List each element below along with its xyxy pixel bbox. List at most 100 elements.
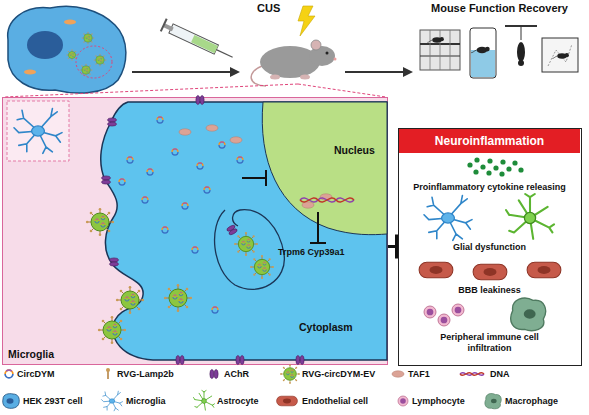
legend-icons-part-part bbox=[106, 368, 110, 372]
cytokine-dots-part bbox=[474, 157, 479, 162]
ev-uptake-part bbox=[250, 255, 274, 279]
behavior-tests-part bbox=[450, 30, 451, 70]
inhibition-marks bbox=[242, 170, 326, 243]
mouse bbox=[251, 40, 336, 86]
taf1-proteins-part bbox=[179, 129, 191, 135]
region-label: Cytoplasm bbox=[299, 321, 353, 333]
mouse-part bbox=[311, 40, 321, 50]
legend-icons-part bbox=[194, 391, 215, 411]
circdym-rings-part bbox=[147, 169, 153, 175]
cytokine-dots-part bbox=[499, 171, 504, 176]
cytokine-dots-part bbox=[480, 164, 485, 169]
circdym-rings-part bbox=[192, 247, 198, 253]
legend-icons-part bbox=[485, 394, 501, 409]
legend-text: RVG-Lamp2b bbox=[117, 369, 174, 379]
legend-icons-part bbox=[460, 373, 484, 376]
legend-text: Endothelial cell bbox=[302, 396, 368, 406]
ev-uptake-part bbox=[234, 232, 258, 256]
achr-receptors-part bbox=[196, 96, 204, 105]
circdym-rings-part bbox=[127, 157, 133, 163]
legend-text: CircDYM bbox=[17, 369, 55, 379]
legend-icons bbox=[3, 364, 502, 411]
achr-receptors bbox=[102, 96, 305, 365]
behavior-tests-part bbox=[420, 43, 460, 45]
legend-icons-part bbox=[398, 396, 408, 406]
circdym-rings-part bbox=[162, 227, 168, 233]
legend-text: DNA bbox=[490, 369, 510, 379]
behavior-tests-part bbox=[471, 47, 490, 53]
inhibition-marks-part bbox=[317, 212, 319, 243]
taf1-proteins-part bbox=[302, 202, 314, 208]
circdym-rings-part bbox=[197, 163, 203, 169]
mouse-part bbox=[309, 46, 335, 66]
behavior-tests-part bbox=[471, 50, 495, 77]
cytokine-dots-part bbox=[506, 166, 511, 171]
behavior-tests-part bbox=[521, 26, 522, 40]
hek293t-cell-part bbox=[8, 6, 126, 93]
circdym-rings-part bbox=[119, 179, 125, 185]
cell-cytoplasm-shape bbox=[101, 102, 387, 360]
legend-text: Lymphocyte bbox=[412, 396, 465, 406]
legend-icons-part bbox=[392, 371, 404, 377]
legend-icons-part bbox=[106, 368, 110, 379]
legend-text: HEK 293T cell bbox=[23, 396, 83, 406]
immune-icons-part bbox=[438, 314, 450, 326]
flow-arrow-part bbox=[403, 67, 413, 77]
microglia-panel: Microglia Cytoplasm Nucleus bbox=[2, 97, 388, 365]
cytokine-dots-part bbox=[512, 160, 517, 165]
behavior-tests-part bbox=[552, 53, 568, 59]
syringe bbox=[161, 19, 236, 64]
cytokine-dots-part bbox=[518, 167, 523, 172]
mouse-part bbox=[260, 46, 320, 78]
dna-strand bbox=[300, 198, 354, 202]
hek293t-cell-part bbox=[64, 20, 76, 25]
legend-icons-part bbox=[277, 396, 298, 406]
effect-text: Peripheral immune cell infiltration bbox=[424, 332, 555, 354]
legend-icons-part-part bbox=[107, 371, 109, 379]
stress-label: CUS bbox=[257, 2, 280, 14]
cytokine-dots-part bbox=[467, 162, 472, 167]
ev-uptake-part bbox=[86, 208, 114, 236]
region-label: Nucleus bbox=[334, 144, 375, 156]
inhibition-marks-part bbox=[265, 170, 267, 186]
hek293t-cell-part bbox=[82, 32, 95, 45]
immune-icons-part bbox=[511, 298, 546, 330]
endothelial-icons-part bbox=[419, 262, 453, 278]
cytokine-dots-part bbox=[473, 169, 478, 174]
behavior-tests-part bbox=[420, 30, 460, 70]
behavior-tests-part bbox=[430, 30, 431, 70]
circdym-rings-part bbox=[237, 157, 243, 163]
legend-icons-part bbox=[280, 364, 300, 384]
mouse-part bbox=[334, 58, 337, 61]
cytokine-dots-part bbox=[493, 165, 498, 170]
achr-receptors-part bbox=[110, 258, 119, 266]
behavior-tests-part bbox=[548, 44, 572, 66]
mouse-part bbox=[326, 52, 329, 55]
panel-label: Microglia bbox=[8, 348, 54, 360]
syringe-part bbox=[169, 24, 219, 54]
cytokine-dots bbox=[467, 157, 523, 176]
legend-icons-part bbox=[102, 391, 123, 411]
ev-uptake-part bbox=[215, 210, 285, 290]
stress-bolt bbox=[298, 6, 315, 36]
immune-icons-part bbox=[452, 304, 464, 316]
panel-heading: Mouse Function Recovery bbox=[431, 2, 568, 14]
endothelial-icons-part bbox=[473, 264, 507, 280]
gene-names: Trpm6 Cyp39a1 bbox=[278, 247, 345, 257]
inhibition-connector bbox=[388, 235, 398, 259]
behavior-tests bbox=[420, 26, 578, 78]
cytokine-dots-part bbox=[487, 158, 492, 163]
effect-text: Glial dysfunction bbox=[407, 242, 572, 253]
behavior-tests-part bbox=[542, 38, 578, 72]
hek293t-cell-part bbox=[94, 54, 107, 67]
behavior-tests-part bbox=[517, 42, 525, 62]
legend-text: TAF1 bbox=[408, 369, 430, 379]
nucleus-region-shape bbox=[262, 102, 387, 235]
legend-icons-part bbox=[3, 394, 20, 409]
neuroinflammation-box: NeuroinflammationProinflammatory cytokin… bbox=[398, 128, 582, 366]
zoom-lines bbox=[4, 84, 386, 97]
taf1-proteins-part bbox=[230, 137, 242, 143]
achr-receptors-part bbox=[296, 356, 304, 365]
